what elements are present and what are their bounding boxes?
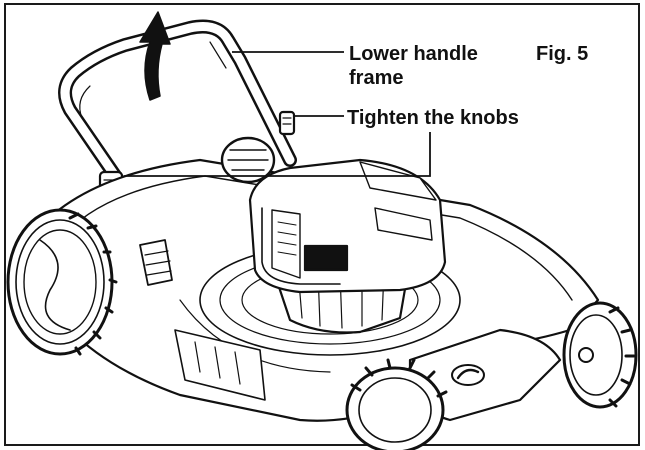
- height-adjust-lever: [139, 239, 173, 286]
- callout-lower-handle-line2: frame: [349, 67, 404, 89]
- callout-lower-handle-frame: Lower handle frame: [349, 42, 478, 90]
- rear-flap: [174, 329, 266, 401]
- front-right-wheel: [562, 301, 638, 409]
- callout-tighten-knobs: Tighten the knobs: [347, 107, 519, 129]
- rear-right-wheel: [220, 136, 276, 184]
- rear-left-wheel: [6, 208, 118, 356]
- figure-label: Fig. 5: [536, 43, 589, 65]
- knob-right: [278, 110, 296, 136]
- lower-handle-frame: [58, 19, 297, 187]
- battery-pack: [248, 158, 447, 294]
- front-left-wheel: [345, 358, 448, 450]
- raise-arrow-icon: [139, 11, 171, 101]
- callout-lower-handle-line1: Lower handle: [349, 43, 478, 65]
- leader-knob-left: [124, 132, 431, 177]
- callout-lines: [124, 51, 431, 177]
